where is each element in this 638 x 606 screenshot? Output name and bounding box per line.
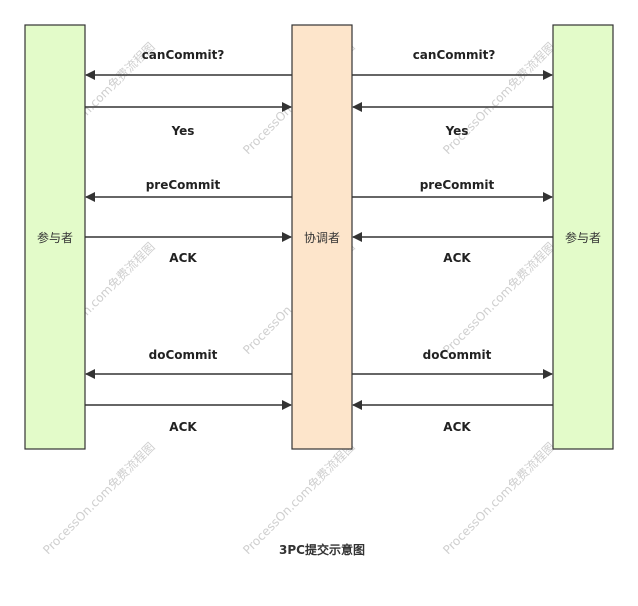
left-message-arrows bbox=[85, 70, 292, 410]
msg-docommit-left: doCommit bbox=[149, 348, 218, 362]
msg-cancommit-right: canCommit? bbox=[413, 48, 496, 62]
watermark-text: ProcessOn.com免费流程图 bbox=[40, 439, 158, 557]
msg-docommit-right: doCommit bbox=[423, 348, 492, 362]
coordinator-box bbox=[291, 24, 353, 450]
msg-ack-right-2: ACK bbox=[443, 420, 471, 434]
watermark-text: ProcessOn.com免费流程图 bbox=[440, 439, 558, 557]
participant-left-label: 参与者 bbox=[37, 230, 73, 245]
msg-ack-left-1: ACK bbox=[169, 251, 197, 265]
right-message-arrows bbox=[352, 70, 553, 410]
diagram-caption: 3PC提交示意图 bbox=[279, 542, 365, 557]
msg-ack-right-1: ACK bbox=[443, 251, 471, 265]
msg-yes-right: Yes bbox=[445, 124, 469, 138]
msg-ack-left-2: ACK bbox=[169, 420, 197, 434]
msg-precommit-left: preCommit bbox=[146, 178, 221, 192]
watermark-text: ProcessOn.com免费流程图 bbox=[240, 439, 358, 557]
msg-precommit-right: preCommit bbox=[420, 178, 495, 192]
msg-cancommit-left: canCommit? bbox=[142, 48, 225, 62]
msg-yes-left: Yes bbox=[171, 124, 195, 138]
participant-right-label: 参与者 bbox=[565, 230, 601, 245]
coordinator-label: 协调者 bbox=[304, 230, 340, 245]
